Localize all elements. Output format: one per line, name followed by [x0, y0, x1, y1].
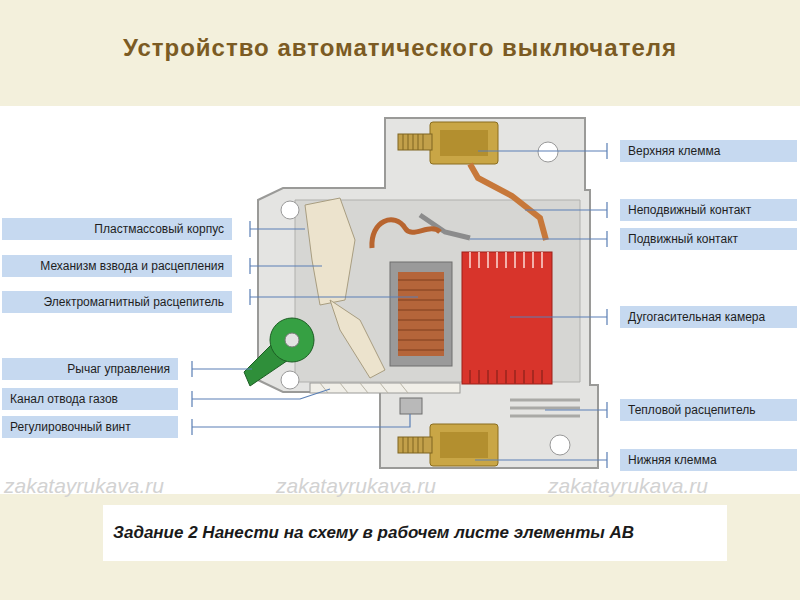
bimetal-strip [310, 383, 460, 393]
callout-box: Регулировочный винт [2, 416, 178, 438]
lever-pivot [285, 333, 299, 347]
callout-box: Неподвижный контакт [620, 199, 797, 221]
arc-chute-plates [470, 370, 542, 384]
callout-box: Электромагнитный расцепитель [2, 291, 232, 313]
magnetic-coil [398, 272, 444, 356]
leader-line [250, 221, 305, 237]
callout-box: Рычаг управления [2, 358, 178, 380]
mount-hole [281, 371, 299, 389]
fixed-contact [470, 164, 546, 240]
leader-lines [192, 143, 607, 468]
housing [258, 118, 598, 468]
callout-box: Нижняя клемма [620, 449, 797, 471]
slide-title: Устройство автоматического выключателя [0, 34, 800, 62]
leader-line [475, 452, 607, 468]
gas-channel [510, 400, 580, 416]
coil-frame [390, 262, 452, 366]
watermark: zakatayrukava.ru [276, 474, 436, 498]
adjusting-screw [400, 398, 422, 414]
leader-line [525, 202, 607, 218]
part-name: Тепловой расцепитель [628, 403, 755, 417]
leader-line [192, 361, 252, 377]
callout-box: Верхняя клемма [620, 140, 797, 162]
bimetal-strip [320, 383, 408, 393]
top-terminal [440, 130, 488, 156]
part-name: Механизм взвода и расцепления [40, 259, 224, 273]
callout-box: Дугогасительная камера [620, 306, 797, 328]
screw-thread [403, 437, 423, 453]
part-name: Регулировочный винт [10, 420, 131, 434]
watermark: zakatayrukava.ru [4, 474, 164, 498]
arc-chute-plates [470, 252, 542, 268]
callout-box: Подвижный контакт [620, 228, 797, 250]
callout-box: Пластмассовый корпус [2, 218, 232, 240]
moving-contact [420, 215, 470, 238]
leader-line [250, 289, 418, 305]
arc-chute [462, 252, 552, 384]
part-name: Канал отвода газов [10, 392, 118, 406]
part-name: Подвижный контакт [628, 232, 738, 246]
leader-line [192, 414, 410, 435]
part-name: Рычаг управления [67, 362, 170, 376]
coil-winding [398, 280, 444, 350]
task-box: Задание 2 Нанести на схему в рабочем лис… [103, 505, 727, 561]
part-name: Пластмассовый корпус [94, 222, 224, 236]
top-terminal [430, 122, 498, 164]
leader-line [545, 402, 607, 418]
part-name: Электромагнитный расцепитель [44, 295, 224, 309]
leader-line [192, 389, 330, 407]
latch-mechanism [330, 300, 385, 378]
callout-box: Механизм взвода и расцепления [2, 255, 232, 277]
control-lever [270, 318, 314, 362]
callout-box: Канал отвода газов [2, 388, 178, 410]
latch-mechanism [305, 198, 355, 305]
mount-hole [281, 201, 299, 219]
leader-line [510, 309, 607, 325]
mount-hole [550, 435, 570, 455]
callout-box: Тепловой расцепитель [620, 399, 797, 421]
part-name: Нижняя клемма [628, 453, 717, 467]
part-name: Неподвижный контакт [628, 203, 751, 217]
task-text: Задание 2 Нанести на схему в рабочем лис… [113, 522, 634, 545]
part-name: Верхняя клемма [628, 144, 720, 158]
bottom-terminal [440, 432, 488, 458]
screw-thread [403, 134, 423, 150]
leader-line [478, 143, 607, 159]
watermark: zakatayrukava.ru [548, 474, 708, 498]
mount-hole [538, 142, 558, 162]
leader-line [470, 231, 607, 247]
part-name: Дугогасительная камера [628, 310, 765, 324]
photo-ground [0, 106, 800, 494]
copper-braid [372, 220, 440, 248]
leader-line [250, 258, 322, 274]
terminal-screw [398, 134, 432, 150]
terminal-screw [398, 437, 432, 453]
